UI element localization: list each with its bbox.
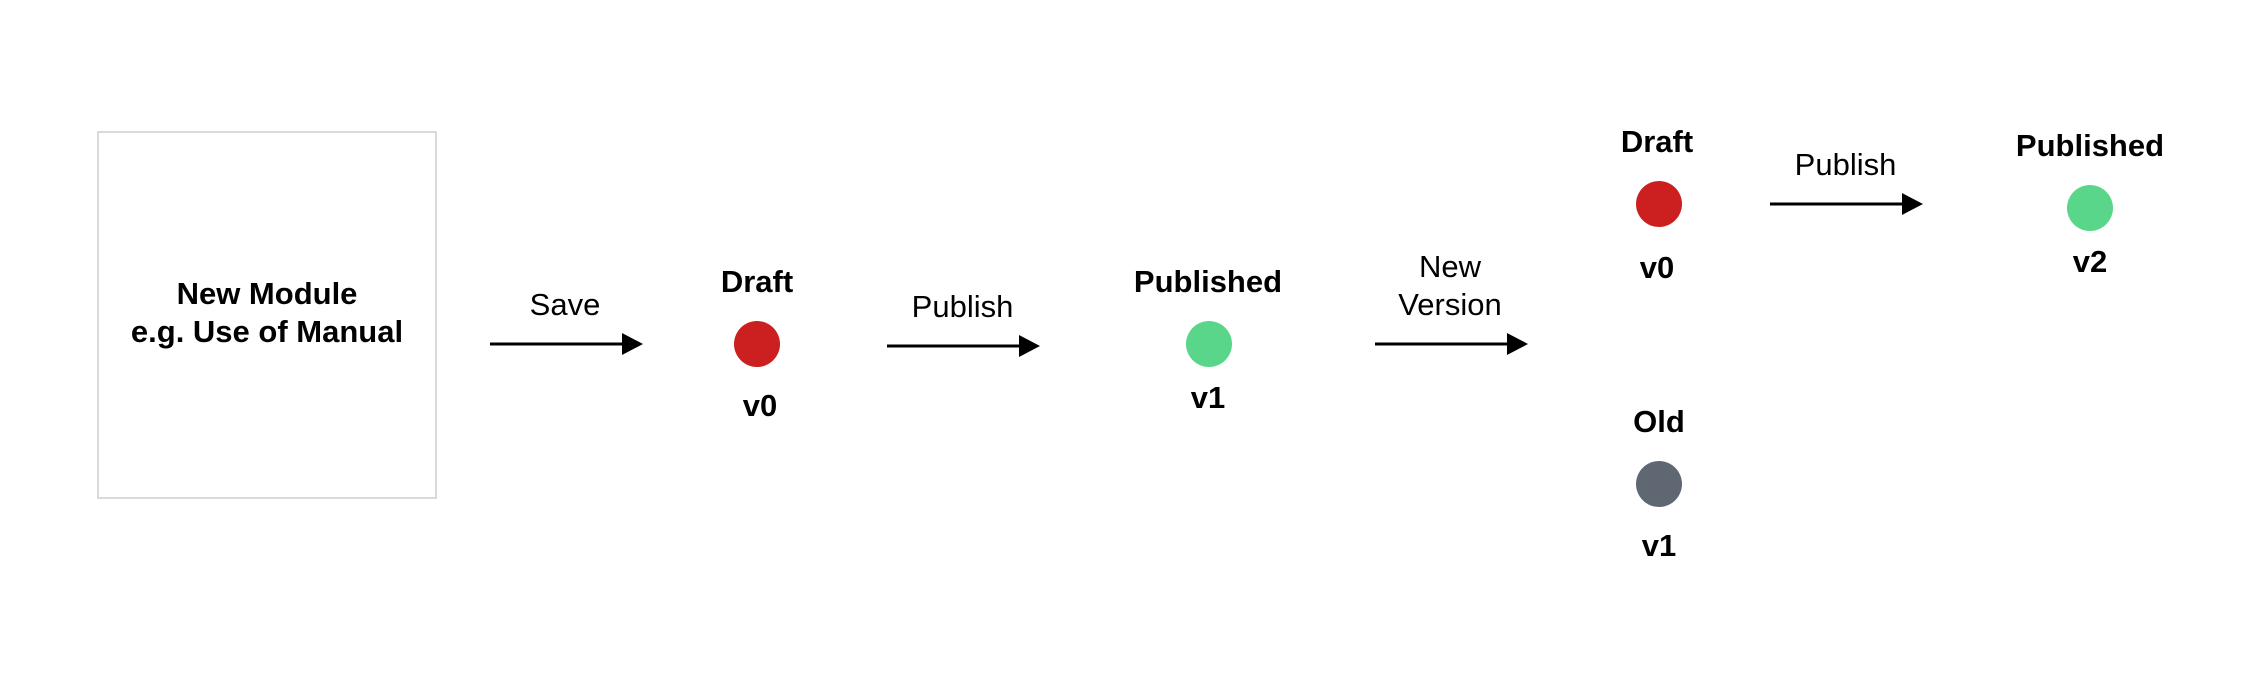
- arrow-new-version-head: [1507, 333, 1528, 355]
- state-draft-new-label: Draft: [1620, 124, 1694, 159]
- state-draft-new-dot: [1636, 181, 1682, 227]
- module-title: New Module: [176, 276, 358, 311]
- action-publish-label-2: Publish: [1794, 147, 1897, 182]
- module-box: [97, 131, 437, 499]
- arrow-publish-1-head: [1019, 335, 1040, 357]
- action-publish-label: Publish: [911, 289, 1014, 324]
- action-new-version-line2: Version: [1398, 287, 1502, 322]
- state-old-label: Old: [1633, 404, 1685, 439]
- state-published-version: v1: [1190, 380, 1226, 415]
- state-published-v2-dot: [2067, 185, 2113, 231]
- arrow-publish-2-head: [1902, 193, 1923, 215]
- arrow-save-head: [622, 333, 643, 355]
- state-draft-dot: [734, 321, 780, 367]
- state-draft-label: Draft: [720, 264, 794, 299]
- state-published-v2-label: Published: [2015, 128, 2165, 163]
- state-draft-new-version: v0: [1639, 250, 1675, 285]
- state-published-dot: [1186, 321, 1232, 367]
- module-subtitle: e.g. Use of Manual: [130, 314, 404, 349]
- state-published-v2-version: v2: [2072, 244, 2108, 279]
- action-save-label: Save: [529, 287, 601, 322]
- state-draft-version: v0: [742, 388, 778, 423]
- action-new-version-line1: New: [1418, 249, 1481, 284]
- state-published-label: Published: [1133, 264, 1283, 299]
- state-old-dot: [1636, 461, 1682, 507]
- state-old-version: v1: [1641, 528, 1677, 563]
